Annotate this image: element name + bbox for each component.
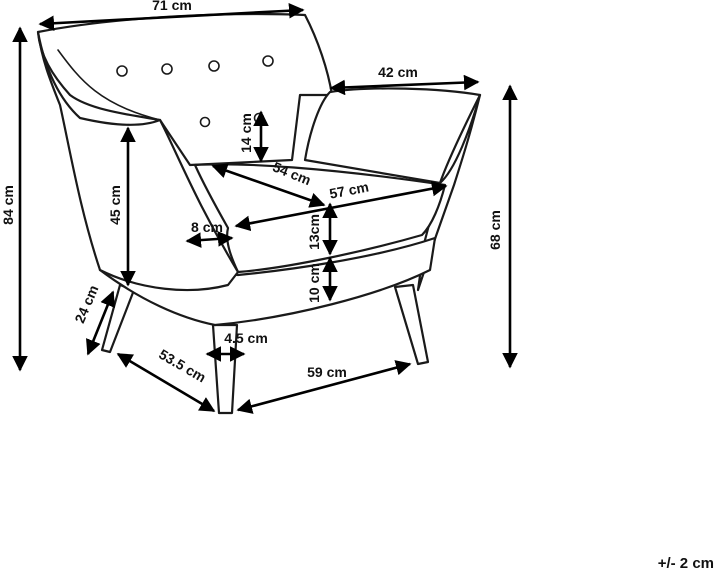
dimension-lines	[12, 2, 518, 414]
left-armrest-top	[57, 49, 161, 121]
backrest-height-label: 14 cm	[238, 113, 254, 153]
tuft-button	[199, 116, 211, 128]
cushion-thickness-label: 13cm	[306, 214, 322, 250]
tuft-button	[262, 55, 274, 67]
tuft-button	[208, 60, 220, 72]
depth-label: 53.5 cm	[156, 346, 208, 386]
base-width-label: 59 cm	[307, 364, 347, 380]
leg-height-line	[86, 290, 115, 356]
seat-width-line	[234, 180, 448, 232]
seat-width-label: 57 cm	[328, 178, 370, 201]
arm-thickness-line	[185, 231, 234, 248]
tuft-button	[161, 63, 173, 75]
left-armrest	[36, 30, 240, 292]
arm-thickness-label: 8 cm	[191, 219, 223, 235]
overall-width-line	[38, 2, 305, 32]
arm-width-label: 42 cm	[378, 64, 418, 80]
armrest-height-label: 68 cm	[487, 210, 503, 250]
tolerance-note: +/- 2 cm	[657, 555, 714, 572]
front-right-leg	[393, 283, 430, 366]
arm-width-line	[329, 74, 480, 96]
seat-height-label: 45 cm	[107, 185, 123, 225]
leg-thickness-label: 4.5 cm	[224, 330, 268, 346]
leg-height-label: 24 cm	[71, 283, 101, 326]
base-thickness-label: 10 cm	[306, 263, 322, 303]
overall-width-label: 71 cm	[152, 0, 192, 13]
depth-line	[116, 352, 216, 413]
base-width-line	[236, 360, 412, 414]
back-left-leg	[100, 283, 136, 354]
overall-height-label: 84 cm	[0, 185, 16, 225]
tuft-button	[116, 65, 128, 77]
